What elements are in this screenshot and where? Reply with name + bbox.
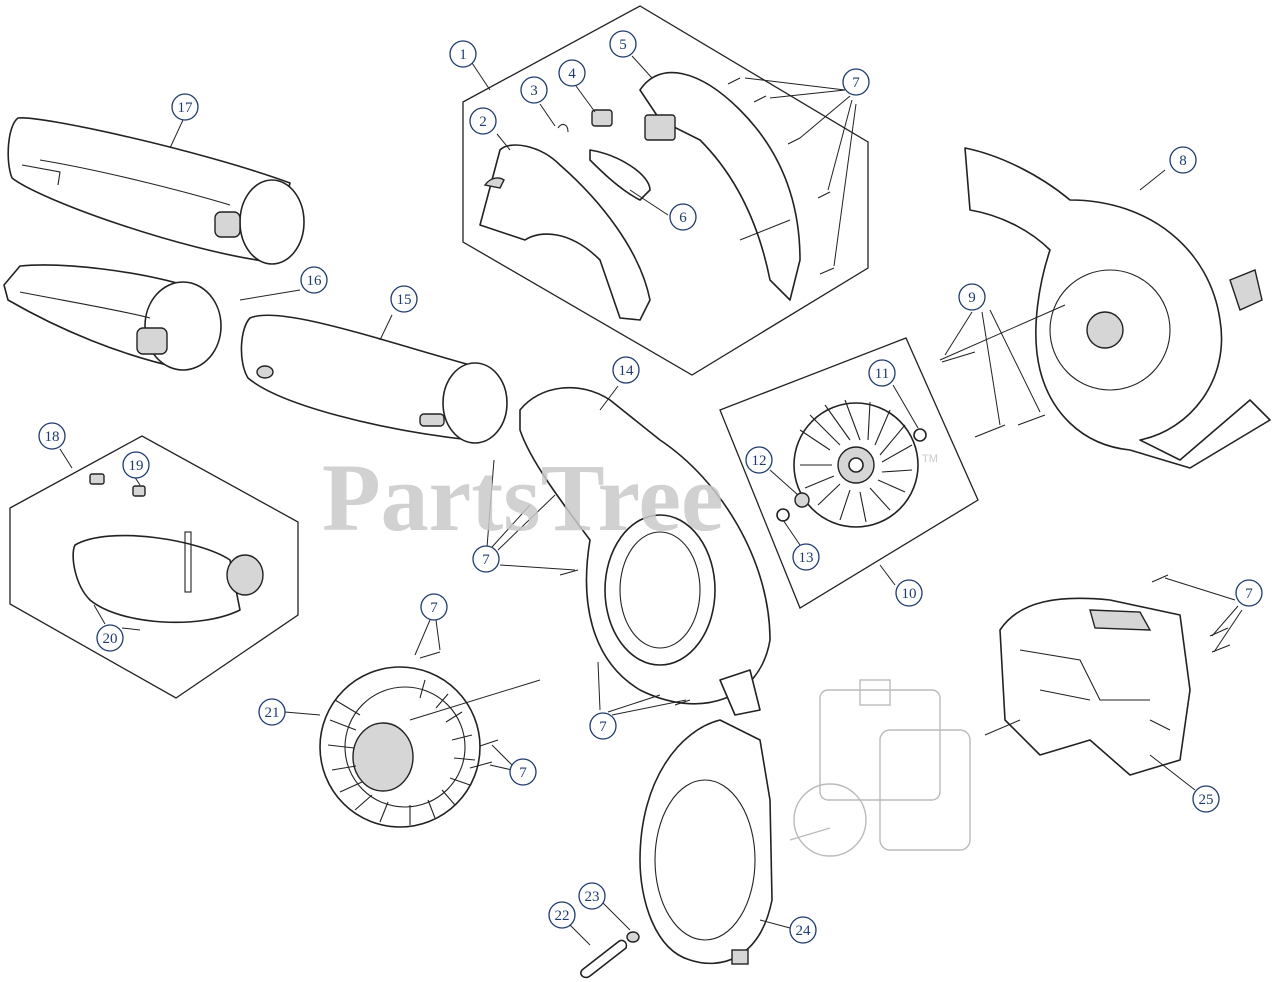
fan-kit-frame	[719, 337, 979, 609]
callout-14: 14	[612, 356, 640, 384]
blower-tube-upper	[7, 117, 305, 265]
callout-4: 4	[558, 59, 586, 87]
intake-fan-grille	[319, 666, 481, 828]
svg-text:7: 7	[852, 75, 860, 91]
svg-text:11: 11	[875, 366, 889, 382]
svg-text:10: 10	[902, 586, 917, 602]
callout-12: 12	[745, 446, 773, 474]
svg-text:2: 2	[479, 114, 487, 130]
svg-text:24: 24	[796, 923, 812, 939]
callout-7-shroud: 7	[1235, 579, 1263, 607]
pivot-bolt-and-washer	[580, 931, 640, 979]
svg-text:7: 7	[599, 719, 607, 735]
callout-11: 11	[868, 359, 896, 387]
callout-7-grille-top: 7	[420, 593, 448, 621]
impeller-fan	[776, 399, 927, 528]
callout-9: 9	[958, 283, 986, 311]
callout-18: 18	[38, 422, 66, 450]
svg-text:21: 21	[265, 705, 280, 721]
callout-24: 24	[789, 916, 817, 944]
callout-5: 5	[609, 30, 637, 58]
svg-text:7: 7	[430, 600, 438, 616]
engine-block-faded	[789, 679, 971, 857]
svg-text:5: 5	[619, 37, 627, 53]
svg-text:23: 23	[585, 889, 600, 905]
svg-text:18: 18	[45, 429, 60, 445]
svg-text:12: 12	[752, 453, 767, 469]
screws	[419, 77, 1231, 769]
svg-text:7: 7	[482, 552, 490, 568]
svg-text:25: 25	[1199, 792, 1214, 808]
blower-tube-lower	[240, 314, 508, 444]
callout-7-housing: 7	[472, 545, 500, 573]
engine-housing-cover	[964, 147, 1271, 469]
svg-text:16: 16	[307, 273, 323, 289]
callout-3: 3	[520, 76, 548, 104]
callout-1: 1	[449, 40, 477, 68]
svg-text:9: 9	[968, 290, 976, 306]
svg-text:7: 7	[519, 765, 527, 781]
callout-2: 2	[469, 107, 497, 135]
engine-top-shroud	[999, 597, 1191, 776]
svg-text:4: 4	[568, 66, 576, 82]
watermark-tm: TM	[922, 453, 938, 465]
svg-text:17: 17	[178, 100, 194, 116]
watermark-text: PartsTree	[322, 444, 724, 551]
callout-6: 6	[669, 203, 697, 231]
callout-7-housing-bottom: 7	[589, 712, 617, 740]
tube-kit-frame	[9, 435, 299, 699]
svg-text:1: 1	[459, 47, 467, 63]
callout-17: 17	[171, 93, 199, 121]
svg-text:8: 8	[1179, 153, 1187, 169]
recoil-starter-housing	[639, 719, 773, 965]
svg-text:7: 7	[1245, 586, 1253, 602]
svg-text:20: 20	[103, 631, 118, 647]
callout-8: 8	[1169, 146, 1197, 174]
callout-25: 25	[1192, 785, 1220, 813]
callout-23: 23	[578, 882, 606, 910]
callout-22: 22	[548, 901, 576, 929]
callout-20: 20	[96, 624, 124, 652]
leader-lines	[59, 55, 1243, 946]
handle-assembly-frame	[462, 5, 869, 376]
handle-parts	[479, 71, 801, 321]
blower-housing	[519, 386, 771, 716]
tube-kit-parts	[72, 473, 264, 624]
svg-text:22: 22	[555, 908, 570, 924]
callout-15: 15	[390, 285, 418, 313]
blower-nozzle	[3, 264, 222, 371]
callout-7-grille-bottom: 7	[509, 758, 537, 786]
callout-16: 16	[300, 266, 328, 294]
callout-10: 10	[895, 579, 923, 607]
callout-21: 21	[258, 698, 286, 726]
svg-text:19: 19	[129, 458, 144, 474]
callout-7-handle: 7	[842, 68, 870, 96]
svg-text:15: 15	[397, 292, 412, 308]
callout-13: 13	[792, 543, 820, 571]
callout-19: 19	[122, 451, 150, 479]
svg-text:6: 6	[679, 210, 687, 226]
svg-text:3: 3	[530, 83, 538, 99]
svg-text:13: 13	[799, 550, 814, 566]
svg-text:14: 14	[619, 363, 635, 379]
